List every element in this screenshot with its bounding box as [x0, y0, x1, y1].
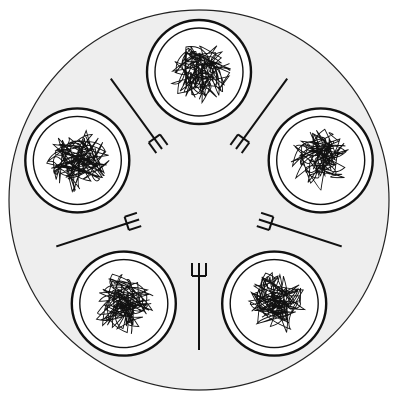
plate-4: [72, 252, 176, 356]
plate-5: [25, 108, 129, 212]
plate-2: [269, 108, 373, 212]
plate-inner-ring: [80, 260, 168, 348]
plate-1: [147, 20, 251, 124]
plate-3: [222, 252, 326, 356]
